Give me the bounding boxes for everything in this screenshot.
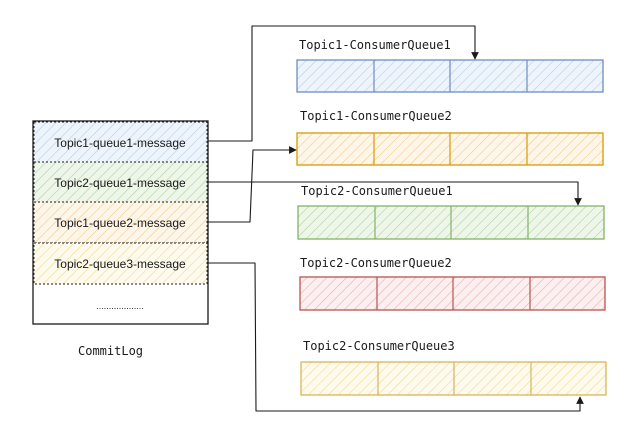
consumer-queue: Topic2-ConsumerQueue3 (300, 339, 607, 396)
message-label: Topic1-queue1-message (54, 136, 186, 150)
message-label: Topic2-queue3-message (54, 257, 186, 271)
consumer-queue: Topic2-ConsumerQueue1 (297, 184, 605, 240)
connector-arrow (208, 262, 584, 412)
commitlog-message: Topic2-queue3-message (33, 242, 208, 285)
commitlog-title: CommitLog (78, 344, 143, 358)
queue-title: Topic1-ConsumerQueue2 (300, 109, 452, 123)
consumer-queue: Topic1-ConsumerQueue2 (296, 109, 604, 166)
message-block (33, 121, 208, 163)
connector-arrow (208, 25, 479, 142)
commitlog-message: Topic1-queue2-message (33, 201, 208, 244)
commitlog: Topic1-queue1-message Topic2-queue1-mess… (32, 120, 209, 358)
queue-title: Topic1-ConsumerQueue1 (299, 38, 451, 52)
consumer-queue: Topic1-ConsumerQueue1 (296, 38, 604, 93)
message-block (33, 242, 208, 285)
queue-title: Topic2-ConsumerQueue2 (300, 256, 452, 270)
commitlog-message: Topic1-queue1-message (33, 121, 208, 163)
commitlog-message: Topic2-queue1-message (33, 161, 208, 203)
queue-title: Topic2-ConsumerQueue1 (301, 184, 453, 198)
queue-title: Topic2-ConsumerQueue3 (303, 339, 455, 353)
consumer-queue: Topic2-ConsumerQueue2 (299, 256, 606, 311)
message-block (33, 201, 208, 244)
connector-arrow (208, 146, 297, 223)
message-label: Topic1-queue2-message (54, 216, 186, 230)
connector-arrow (208, 181, 582, 206)
message-block (33, 161, 208, 203)
commitlog-ellipsis: ................... (96, 301, 144, 311)
message-label: Topic2-queue1-message (54, 176, 186, 190)
